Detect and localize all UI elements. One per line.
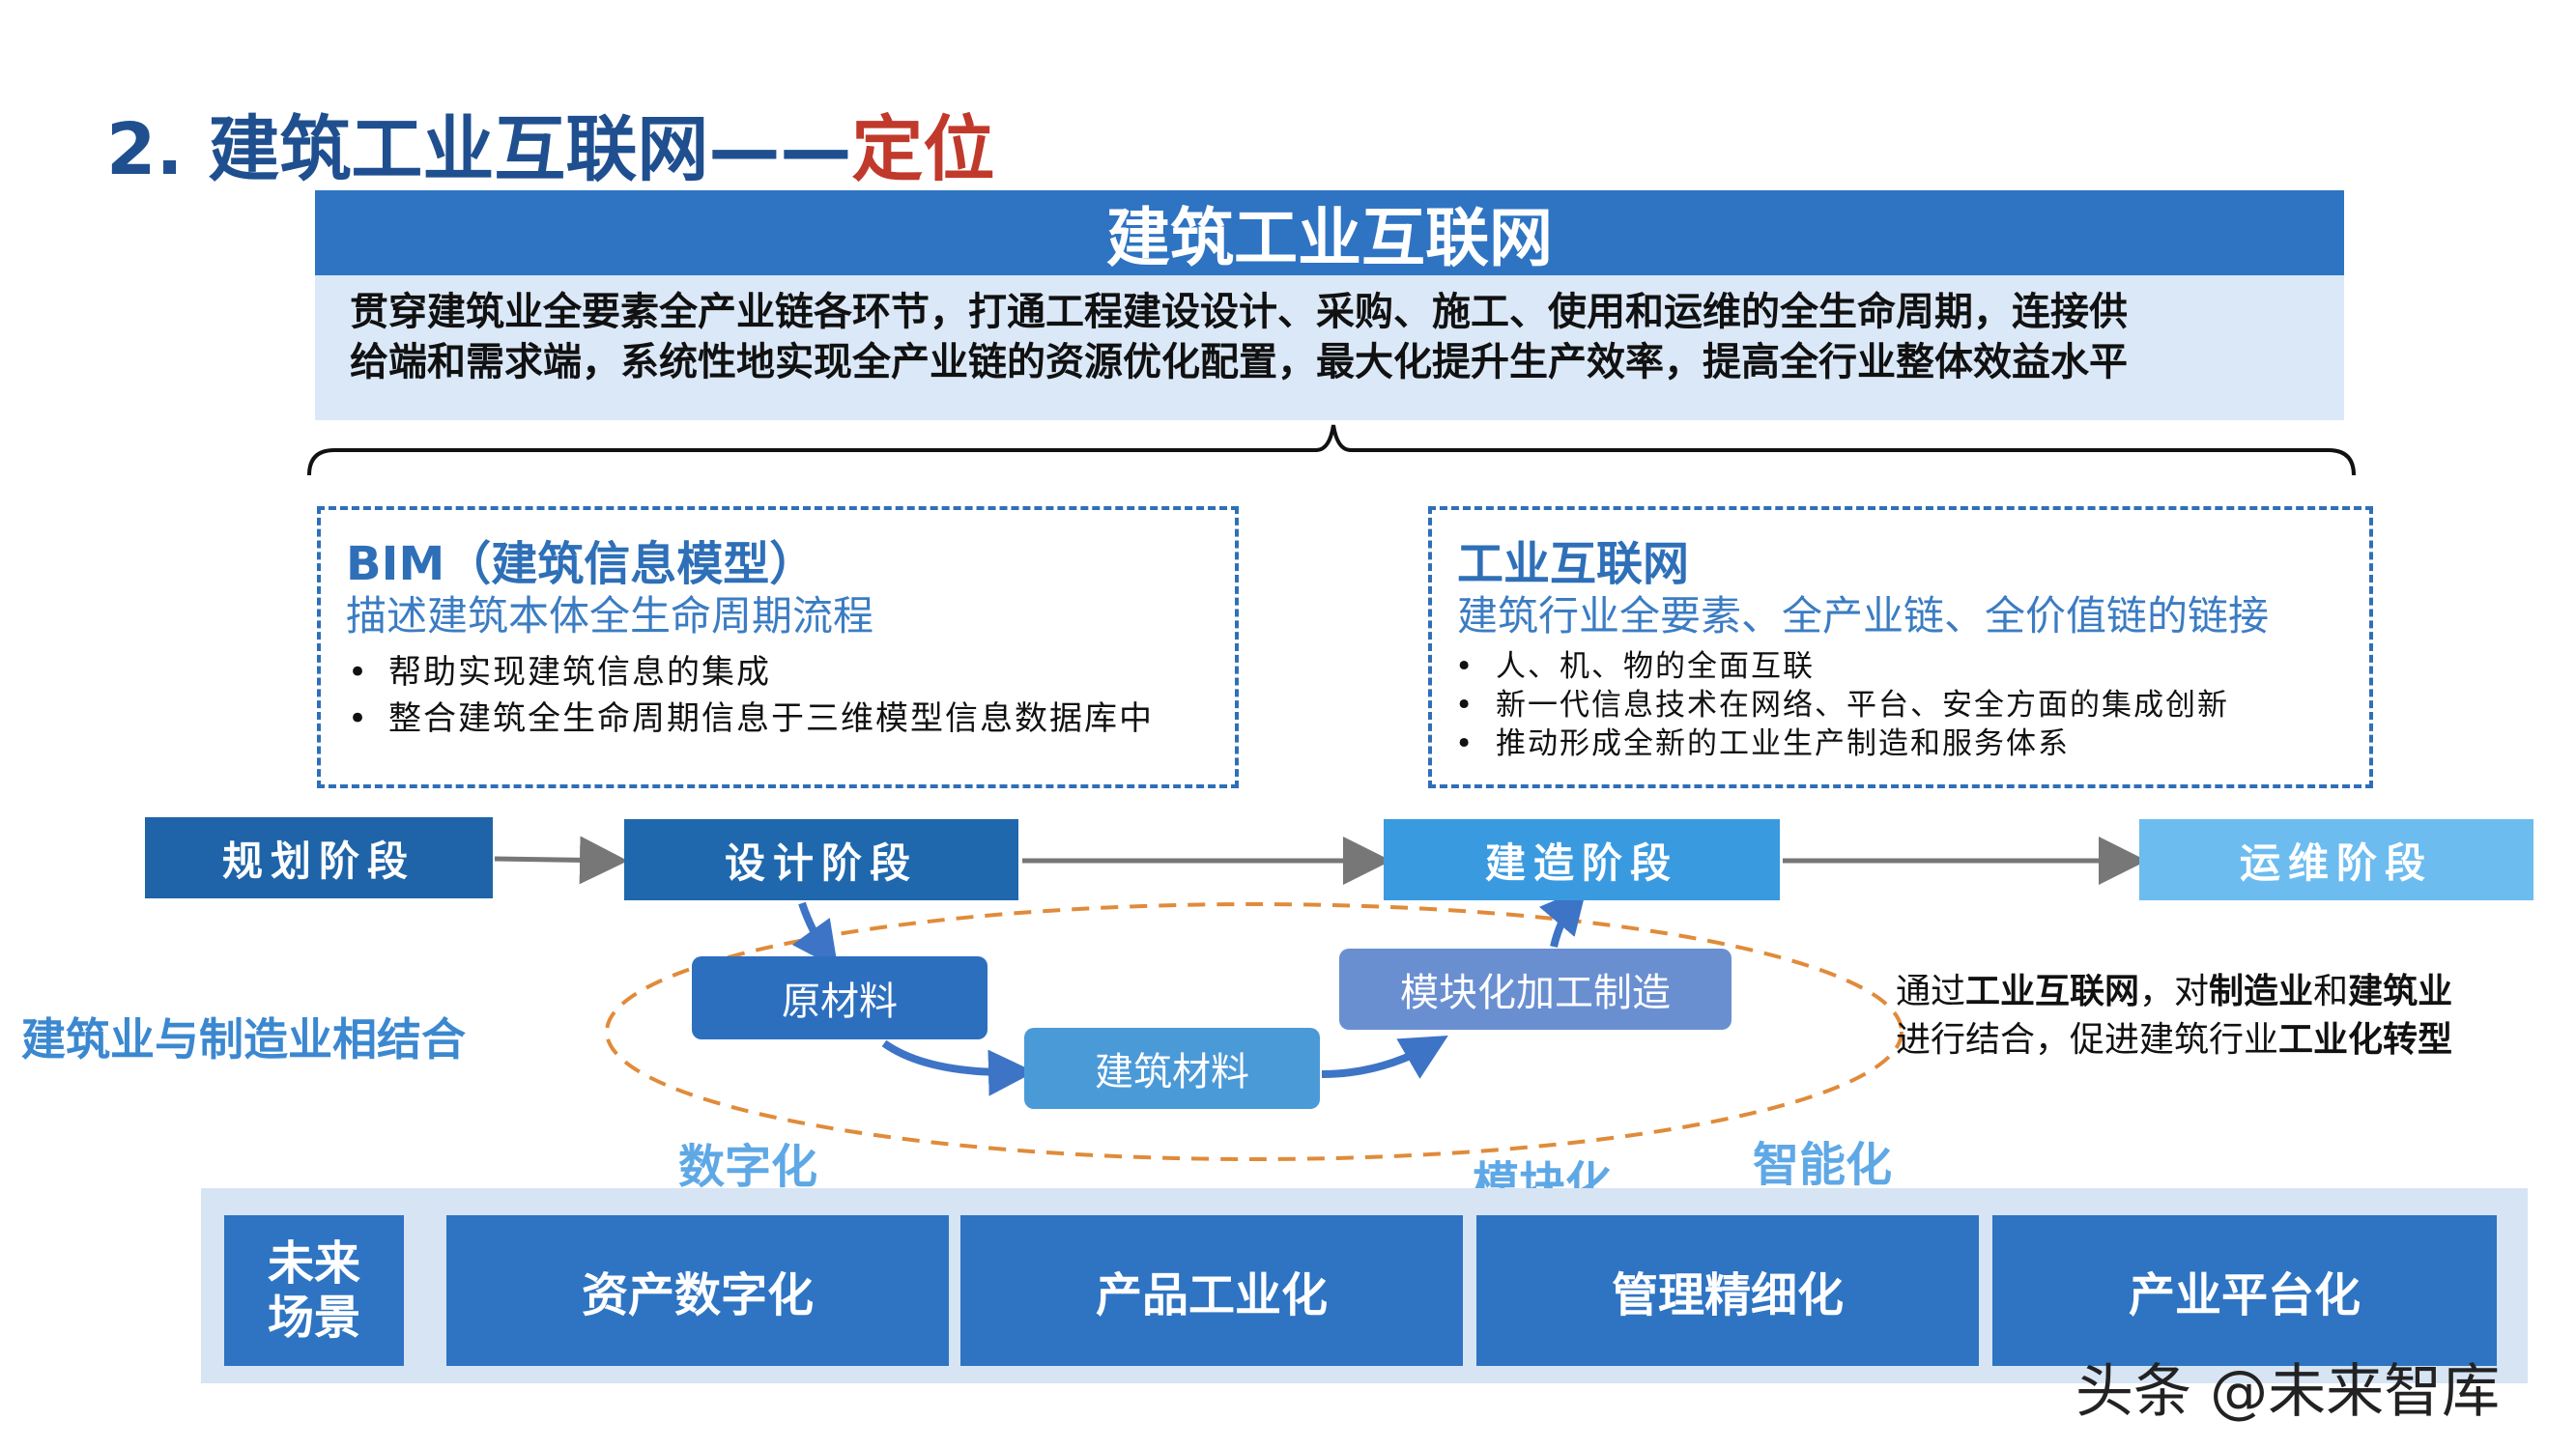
- future-item-refined-management: 管理精细化: [1476, 1215, 1979, 1366]
- iiot-bullet: 人、机、物的全面互联: [1436, 647, 2363, 686]
- iiot-box: 工业互联网 建筑行业全要素、全产业链、全价值链的链接 人、机、物的全面互联 新一…: [1428, 506, 2373, 788]
- note-line-2: 进行结合，促进建筑行业工业化转型: [1896, 1016, 2452, 1065]
- note-bold: 工业互联网: [1965, 972, 2140, 1011]
- banner-heading: 建筑工业互联网: [315, 190, 2344, 275]
- future-item-industry-platform: 产业平台化: [1992, 1215, 2497, 1366]
- modular-manufacturing-node: 模块化加工制造: [1339, 949, 1732, 1030]
- stage-construction: 建造阶段: [1384, 819, 1780, 900]
- stage-operation: 运维阶段: [2139, 819, 2533, 900]
- banner-line-1: 贯穿建筑业全要素全产业链各环节，打通工程建设设计、采购、施工、使用和运维的全生命…: [350, 290, 2128, 334]
- iiot-subtitle: 建筑行业全要素、全产业链、全价值链的链接: [1457, 592, 2270, 639]
- bim-title: BIM（建筑信息模型）: [346, 537, 816, 591]
- future-label-line: 未来: [267, 1236, 360, 1291]
- iiot-bullet: 推动形成全新的工业生产制造和服务体系: [1436, 724, 2363, 763]
- tag-digital: 数字化: [678, 1140, 818, 1194]
- arrow-plan-design: [494, 836, 628, 885]
- stage-design: 设计阶段: [624, 819, 1018, 900]
- note-bold: 制造业: [2209, 972, 2314, 1011]
- page-title-accent: 定位: [851, 108, 995, 191]
- banner-line-2: 给端和需求端，系统性地实现全产业链的资源优化配置，最大化提升生产效率，提高全行业…: [350, 340, 2128, 384]
- note-text: ，对: [2139, 972, 2210, 1011]
- page-title: 2. 建筑工业互联网——定位: [106, 92, 994, 195]
- bim-bullets: 帮助实现建筑信息的集成 整合建筑全生命周期信息于三维模型信息数据库中: [329, 649, 1217, 742]
- stage-planning: 规划阶段: [145, 817, 493, 898]
- banner-description: 贯穿建筑业全要素全产业链各环节，打通工程建设设计、采购、施工、使用和运维的全生命…: [315, 275, 2344, 420]
- future-label: 未来 场景: [224, 1215, 404, 1366]
- future-item-asset-digitalization: 资产数字化: [446, 1215, 949, 1366]
- iiot-bullet: 新一代信息技术在网络、平台、安全方面的集成创新: [1436, 686, 2363, 724]
- note-bold: 建筑业: [2348, 972, 2453, 1011]
- building-material-node: 建筑材料: [1024, 1028, 1320, 1109]
- iiot-bullets: 人、机、物的全面互联 新一代信息技术在网络、平台、安全方面的集成创新 推动形成全…: [1436, 647, 2363, 763]
- arrow-material-modular: [1321, 1035, 1448, 1079]
- future-label-line: 场景: [267, 1291, 360, 1345]
- page-title-prefix: 2. 建筑工业互联网——: [106, 108, 852, 191]
- bim-box: BIM（建筑信息模型） 描述建筑本体全生命周期流程 帮助实现建筑信息的集成 整合…: [317, 506, 1239, 788]
- note-bold: 工业化转型: [2278, 1020, 2453, 1060]
- raw-material-node: 原材料: [692, 956, 987, 1039]
- tag-smart: 智能化: [1753, 1138, 1893, 1192]
- arrow-raw-material: [881, 1039, 1035, 1096]
- arrow-modular-build: [1538, 886, 1588, 948]
- note-line-1: 通过工业互联网，对制造业和建筑业: [1896, 968, 2452, 1016]
- iiot-title: 工业互联网: [1457, 537, 1690, 591]
- bim-subtitle: 描述建筑本体全生命周期流程: [346, 592, 874, 639]
- note-text: 进行结合，促进建筑行业: [1896, 1020, 2279, 1060]
- watermark: 头条 @未来智库: [2075, 1358, 2501, 1426]
- bim-bullet: 帮助实现建筑信息的集成: [329, 649, 1217, 696]
- note-text: 和: [2313, 972, 2349, 1011]
- future-item-product-industrialization: 产品工业化: [960, 1215, 1463, 1366]
- arrow-design-raw: [791, 901, 839, 969]
- integration-label: 建筑业与制造业相结合: [21, 1013, 466, 1065]
- brace: [307, 424, 2356, 476]
- integration-ellipse: [605, 902, 1903, 1161]
- note-text: 通过: [1896, 972, 1966, 1011]
- integration-note: 通过工业互联网，对制造业和建筑业 进行结合，促进建筑行业工业化转型: [1896, 968, 2452, 1065]
- bim-bullet: 整合建筑全生命周期信息于三维模型信息数据库中: [329, 696, 1217, 742]
